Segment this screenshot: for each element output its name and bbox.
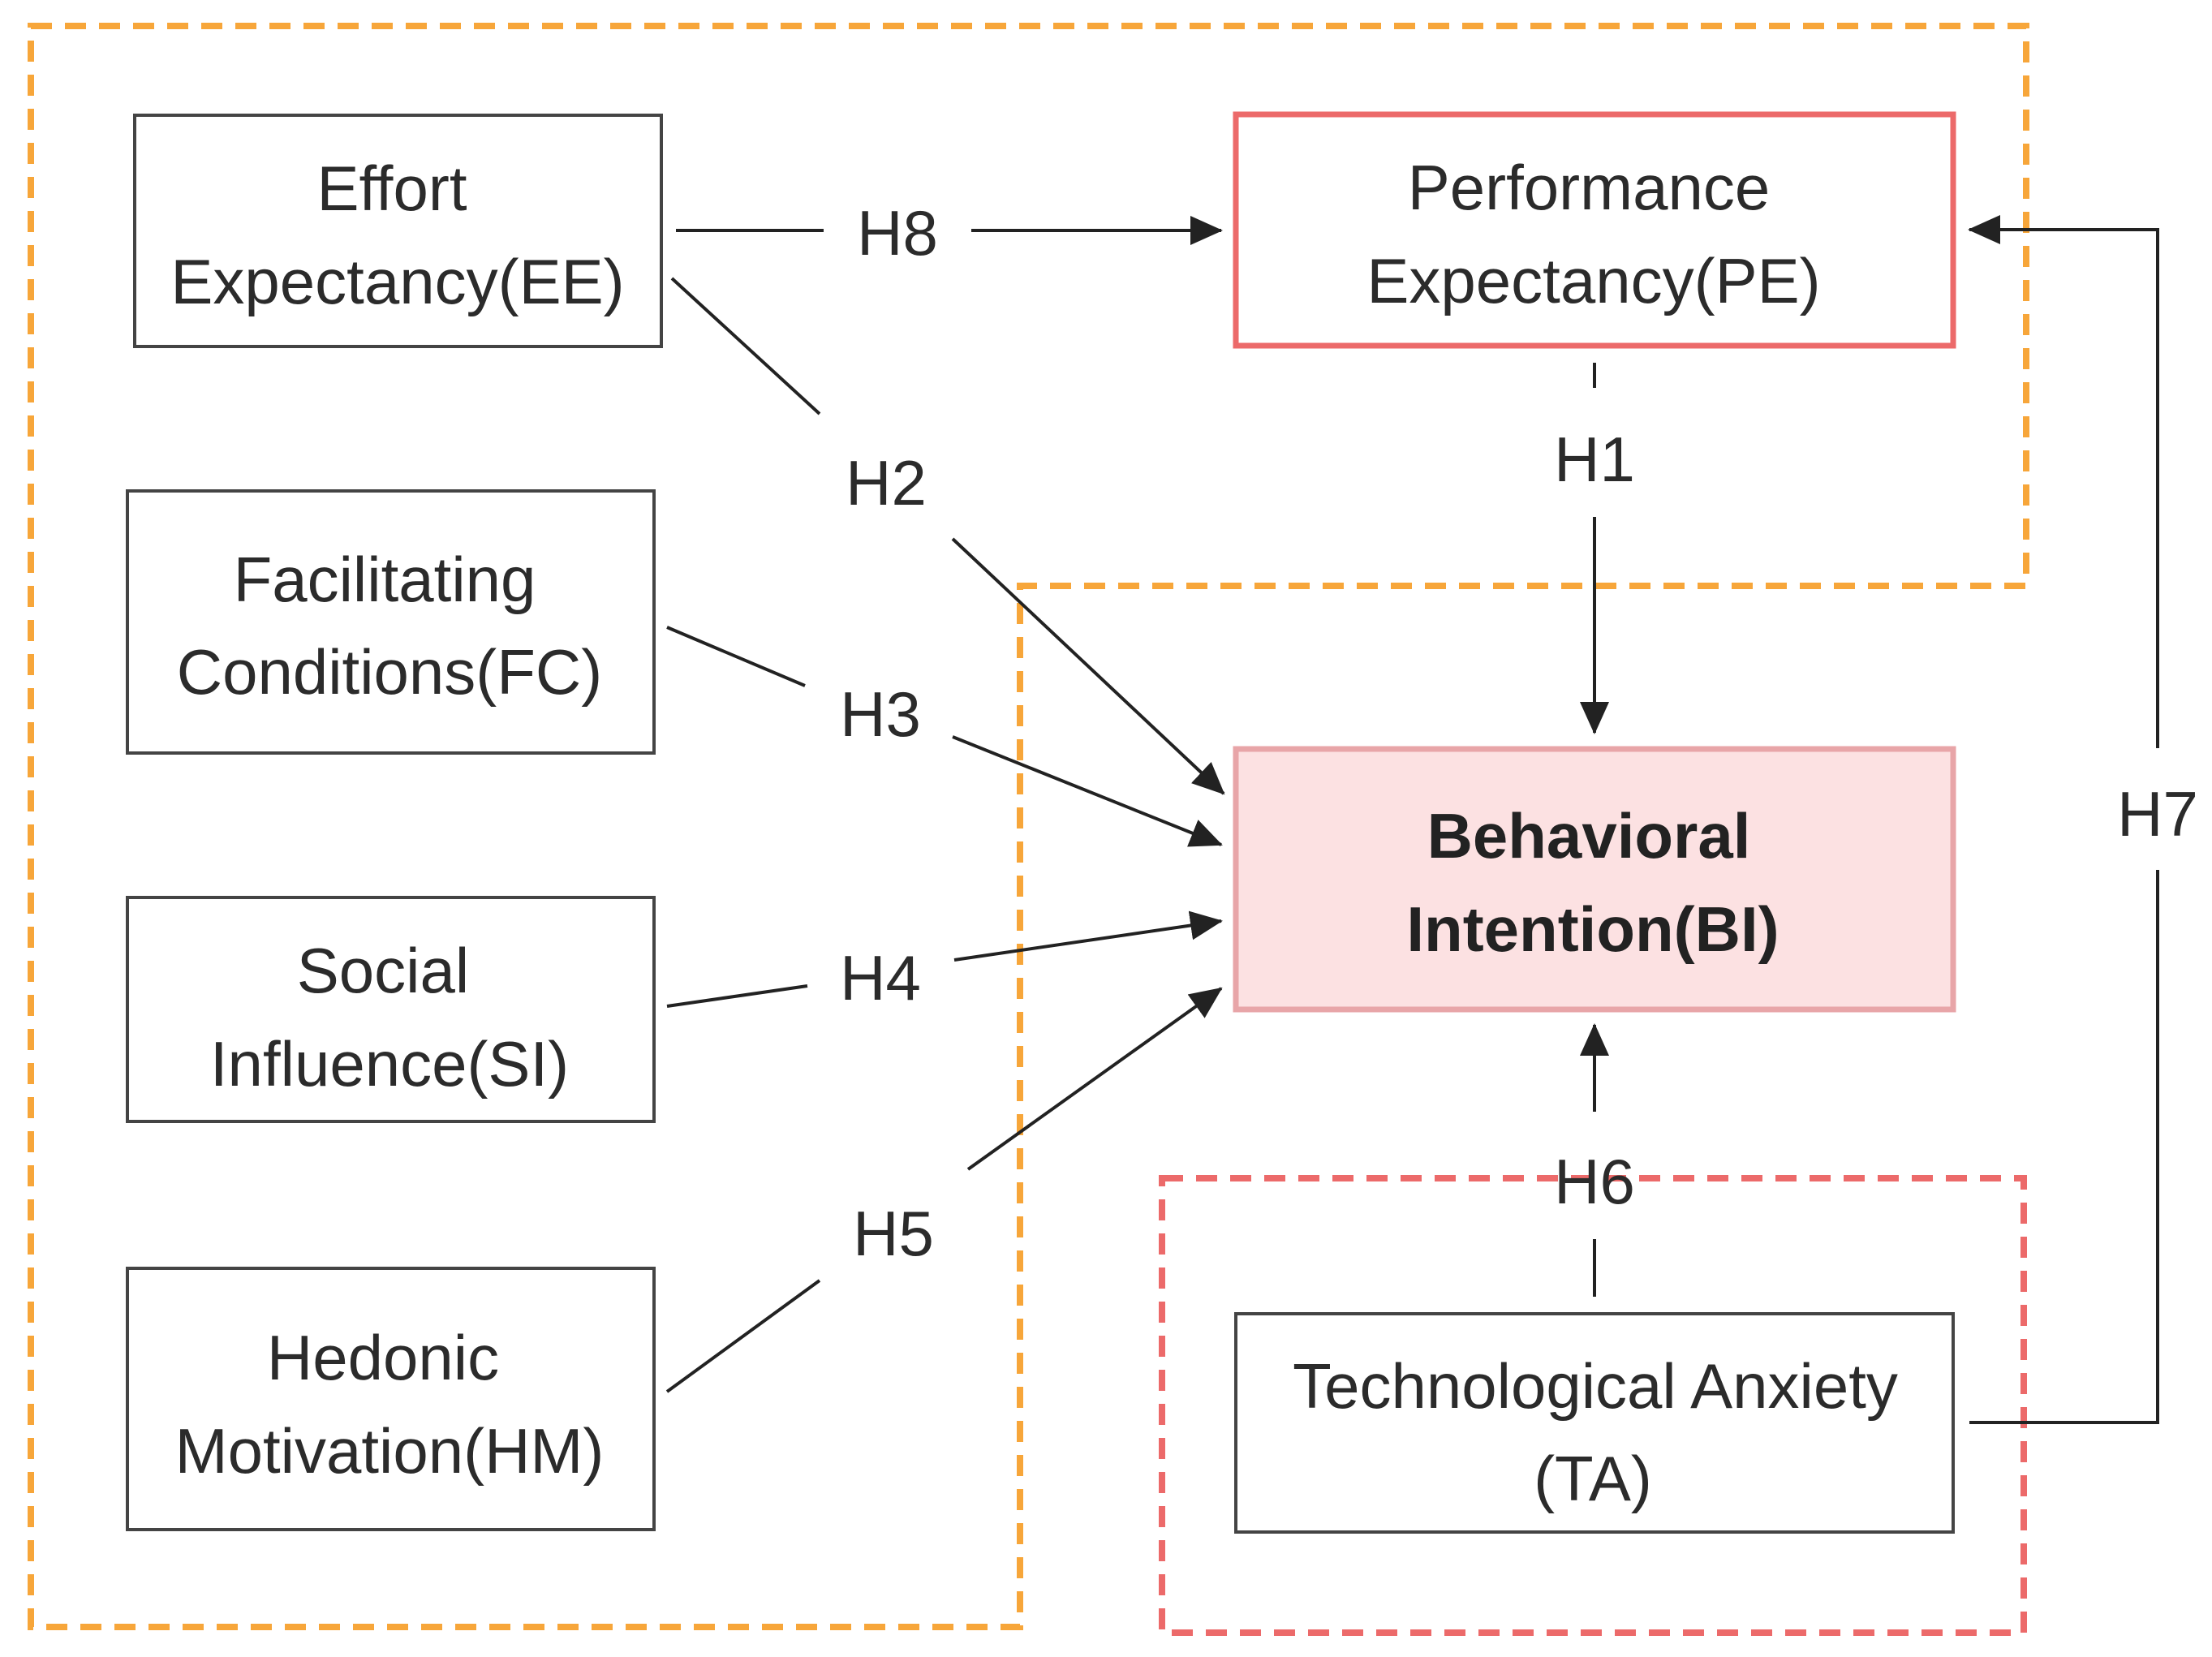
node-fc-line2: Conditions(FC) [177,636,602,708]
node-box-pe [1233,111,1956,349]
edge-h7-segment-a [1969,870,2159,1424]
node-box-fc [126,489,656,755]
node-ta-line2: (TA) [1534,1443,1652,1514]
hypothesis-label-h4: H4 [840,942,921,1014]
hypothesis-label-h3: H3 [840,678,921,750]
edge-h7-segment-b [1968,215,2159,748]
edge-h2-segment-b [951,537,1225,795]
node-pe-line2: Expectancy(PE) [1366,245,1820,316]
edge-h4-segment-b [953,910,1223,962]
node-bi-line2: Intention(BI) [1406,893,1779,965]
orange-dashed-group-boundary [28,23,2029,1630]
node-box-bi [1233,746,1956,1013]
node-hm-line1: Hedonic [267,1322,499,1393]
node-bi-line1: Behavioral [1427,800,1751,872]
edge-h5-segment-b [966,987,1223,1171]
edge-h3-segment-a [666,626,806,687]
hypothesis-label-h8: H8 [857,197,938,269]
node-si-line2: Influence(SI) [210,1028,569,1100]
edge-h2-segment-a [670,277,821,415]
node-hm-line2: Motivation(HM) [175,1415,605,1487]
node-box-si [126,896,656,1123]
hypothesis-label-h2: H2 [846,447,927,519]
node-ta-line1: Technological Anxiety [1293,1350,1898,1422]
node-box-hm [126,1267,656,1531]
node-fc-line1: Facilitating [234,544,536,615]
hypothesis-label-h5: H5 [853,1198,934,1269]
edge-h4-segment-a [666,984,808,1008]
edge-h5-segment-a [665,1279,821,1393]
node-pe-line1: Performance [1408,152,1771,223]
node-ee-line1: Effort [317,153,467,224]
node-box-ee [133,114,663,348]
hypothesis-label-h1: H1 [1554,424,1635,495]
node-box-ta [1234,1312,1955,1534]
hypothesis-label-h6: H6 [1554,1146,1635,1217]
node-si-line1: Social [297,935,469,1006]
node-ee-line2: Expectancy(EE) [170,246,624,317]
edge-h3-segment-b [952,735,1223,847]
hypothesis-label-h7: H7 [2117,778,2198,850]
red-dashed-group-boundary [1159,1175,2027,1636]
